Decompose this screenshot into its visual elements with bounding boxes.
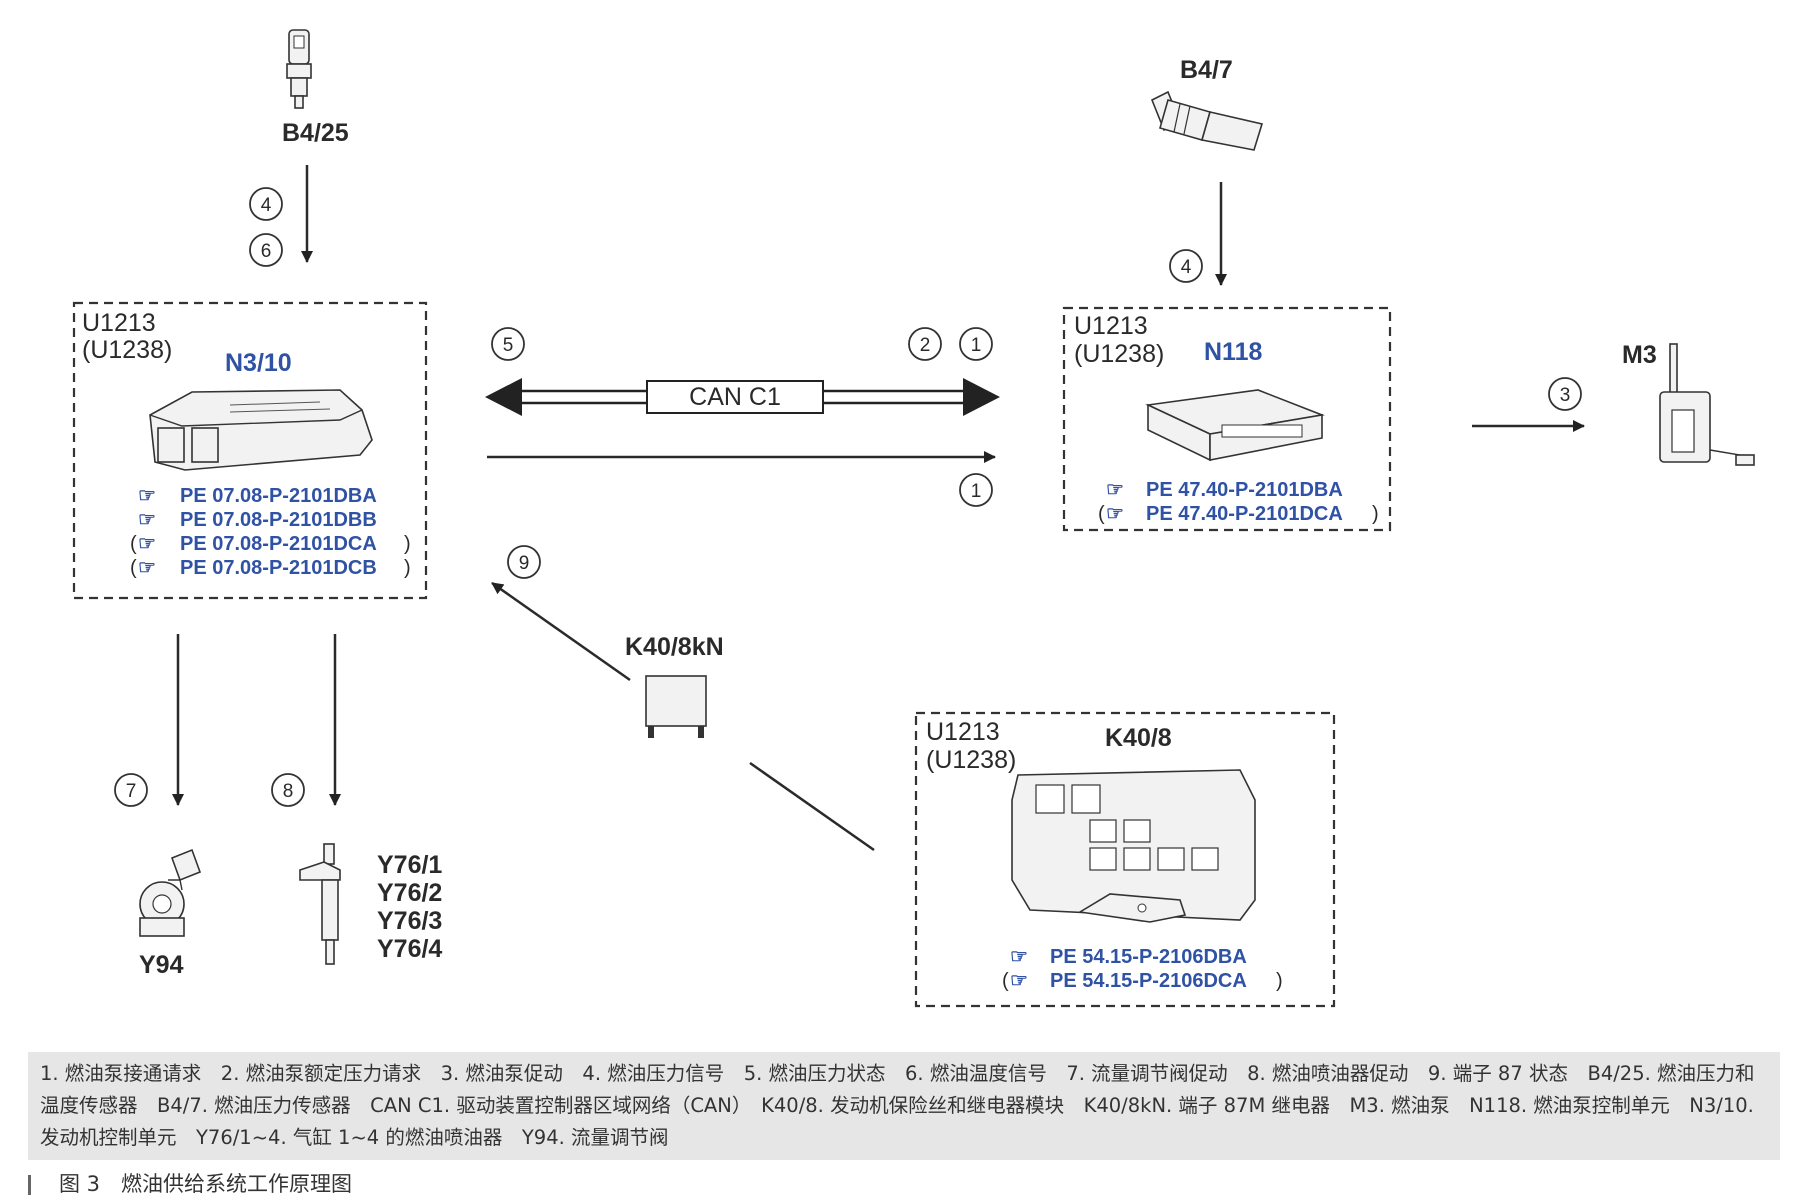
arrow-k40-8kn-to-n3-10: [491, 581, 631, 682]
m3-label: M3: [1622, 341, 1657, 369]
n118-code1: U1213: [1074, 312, 1148, 340]
signal-7: 7: [126, 781, 137, 802]
signal-6: 6: [261, 241, 272, 262]
n3-10-box: [72, 301, 428, 600]
n3-10-code2: (U1238): [82, 336, 172, 364]
n3-10-name: N3/10: [225, 349, 292, 377]
svg-text:(: (: [1098, 503, 1105, 525]
signal-circle-1a: [959, 327, 993, 361]
svg-text:☞: ☞: [1010, 946, 1028, 968]
svg-text:☞: ☞: [1010, 970, 1028, 992]
n118-box: [1062, 306, 1392, 532]
b4-25-label: B4/25: [282, 119, 349, 147]
svg-text:): ): [1276, 970, 1283, 992]
signal-8: 8: [283, 781, 294, 802]
svg-text:(: (: [130, 557, 137, 579]
signal-2: 2: [920, 335, 931, 356]
svg-text:☞: ☞: [138, 509, 156, 531]
signal-circle-5: [491, 327, 525, 361]
svg-text:☞: ☞: [138, 533, 156, 555]
ecu-unit-icon: [149, 389, 373, 471]
b4-7-label: B4/7: [1180, 56, 1233, 84]
n118-code2: (U1238): [1074, 340, 1164, 368]
b4-25-sensor: [286, 29, 312, 109]
signal-5: 5: [503, 335, 514, 356]
signal-9: 9: [519, 553, 530, 574]
signal-circle-2: [908, 327, 942, 361]
signal-circle-9: [507, 545, 541, 579]
signal-circle-1b: [959, 473, 993, 507]
signal-circle-3: [1548, 377, 1582, 411]
signal-circle-6: [249, 233, 283, 267]
fuse-relay-module-icon: [1011, 769, 1256, 923]
svg-text:): ): [404, 557, 411, 579]
n118-ref-1: PE 47.40-P-2101DBA: [1146, 479, 1343, 501]
k40-8-box: [914, 711, 1336, 1008]
caption-bar: [28, 1175, 31, 1195]
k40-8-ref-2: PE 54.15-P-2106DCA: [1050, 970, 1247, 992]
n118-name: N118: [1204, 338, 1262, 366]
n118-module-icon: [1145, 389, 1325, 462]
signal-circle-7: [114, 773, 148, 807]
signal-1a: 1: [971, 335, 982, 356]
signal-circle-4b: [1169, 249, 1203, 283]
n3-10-ref-4: PE 07.08-P-2101DCB: [180, 557, 377, 579]
y76-3-label: Y76/3: [377, 907, 442, 935]
y94-label: Y94: [139, 951, 184, 979]
n3-10-refs: ☞ PE 07.08-P-2101DBA ☞ PE 07.08-P-2101DB…: [130, 485, 411, 579]
signal-4b: 4: [1181, 257, 1192, 278]
figure-caption: 图 3 燃油供给系统工作原理图: [28, 1168, 352, 1198]
n3-10-ref-1: PE 07.08-P-2101DBA: [180, 485, 377, 507]
n3-10-code1: U1213: [82, 309, 156, 337]
injector-icon: [299, 843, 341, 965]
svg-text:): ): [404, 533, 411, 555]
svg-text:(: (: [1002, 970, 1009, 992]
k40-8-refs: ☞ PE 54.15-P-2106DBA ( ☞ PE 54.15-P-2106…: [1002, 946, 1283, 992]
signal-1b: 1: [971, 481, 982, 502]
flow-valve-icon: [139, 848, 202, 937]
relay-icon: [645, 675, 707, 738]
n118-ref-2: PE 47.40-P-2101DCA: [1146, 503, 1343, 525]
y76-2-label: Y76/2: [377, 879, 442, 907]
y76-4-label: Y76/4: [377, 935, 442, 963]
k40-8kn-label: K40/8kN: [625, 633, 724, 661]
can-c1-label: CAN C1: [689, 383, 781, 411]
can-c1-bus: [485, 378, 1000, 416]
svg-text:☞: ☞: [1106, 503, 1124, 525]
signal-circle-8: [271, 773, 305, 807]
svg-text:☞: ☞: [138, 557, 156, 579]
legend: 1. 燃油泵接通请求 2. 燃油泵额定压力请求 3. 燃油泵促动 4. 燃油压力…: [28, 1052, 1780, 1160]
y76-1-label: Y76/1: [377, 851, 442, 879]
svg-text:(: (: [130, 533, 137, 555]
signal-4a: 4: [261, 195, 272, 216]
n3-10-ref-3: PE 07.08-P-2101DCA: [180, 533, 377, 555]
y76-labels: Y76/1 Y76/2 Y76/3 Y76/4: [377, 851, 442, 963]
k40-8-ref-1: PE 54.15-P-2106DBA: [1050, 946, 1247, 968]
fuel-pump-icon: [1659, 343, 1755, 466]
svg-text:☞: ☞: [138, 485, 156, 507]
n118-refs: ☞ PE 47.40-P-2101DBA ( ☞ PE 47.40-P-2101…: [1098, 479, 1379, 525]
caption-text: 图 3 燃油供给系统工作原理图: [59, 1172, 353, 1196]
k40-8-name: K40/8: [1105, 724, 1172, 752]
svg-text:☞: ☞: [1106, 479, 1124, 501]
signal-circle-4a: [249, 187, 283, 221]
k40-8-code2: (U1238): [926, 746, 1016, 774]
signal-3: 3: [1560, 385, 1571, 406]
connector-k40-8-to-relay: [749, 761, 875, 852]
legend-text: 1. 燃油泵接通请求 2. 燃油泵额定压力请求 3. 燃油泵促动 4. 燃油压力…: [40, 1062, 1755, 1149]
k40-8-code1: U1213: [926, 718, 1000, 746]
n3-10-ref-2: PE 07.08-P-2101DBB: [180, 509, 377, 531]
b4-7-sensor: [1150, 90, 1264, 151]
svg-text:): ): [1372, 503, 1379, 525]
